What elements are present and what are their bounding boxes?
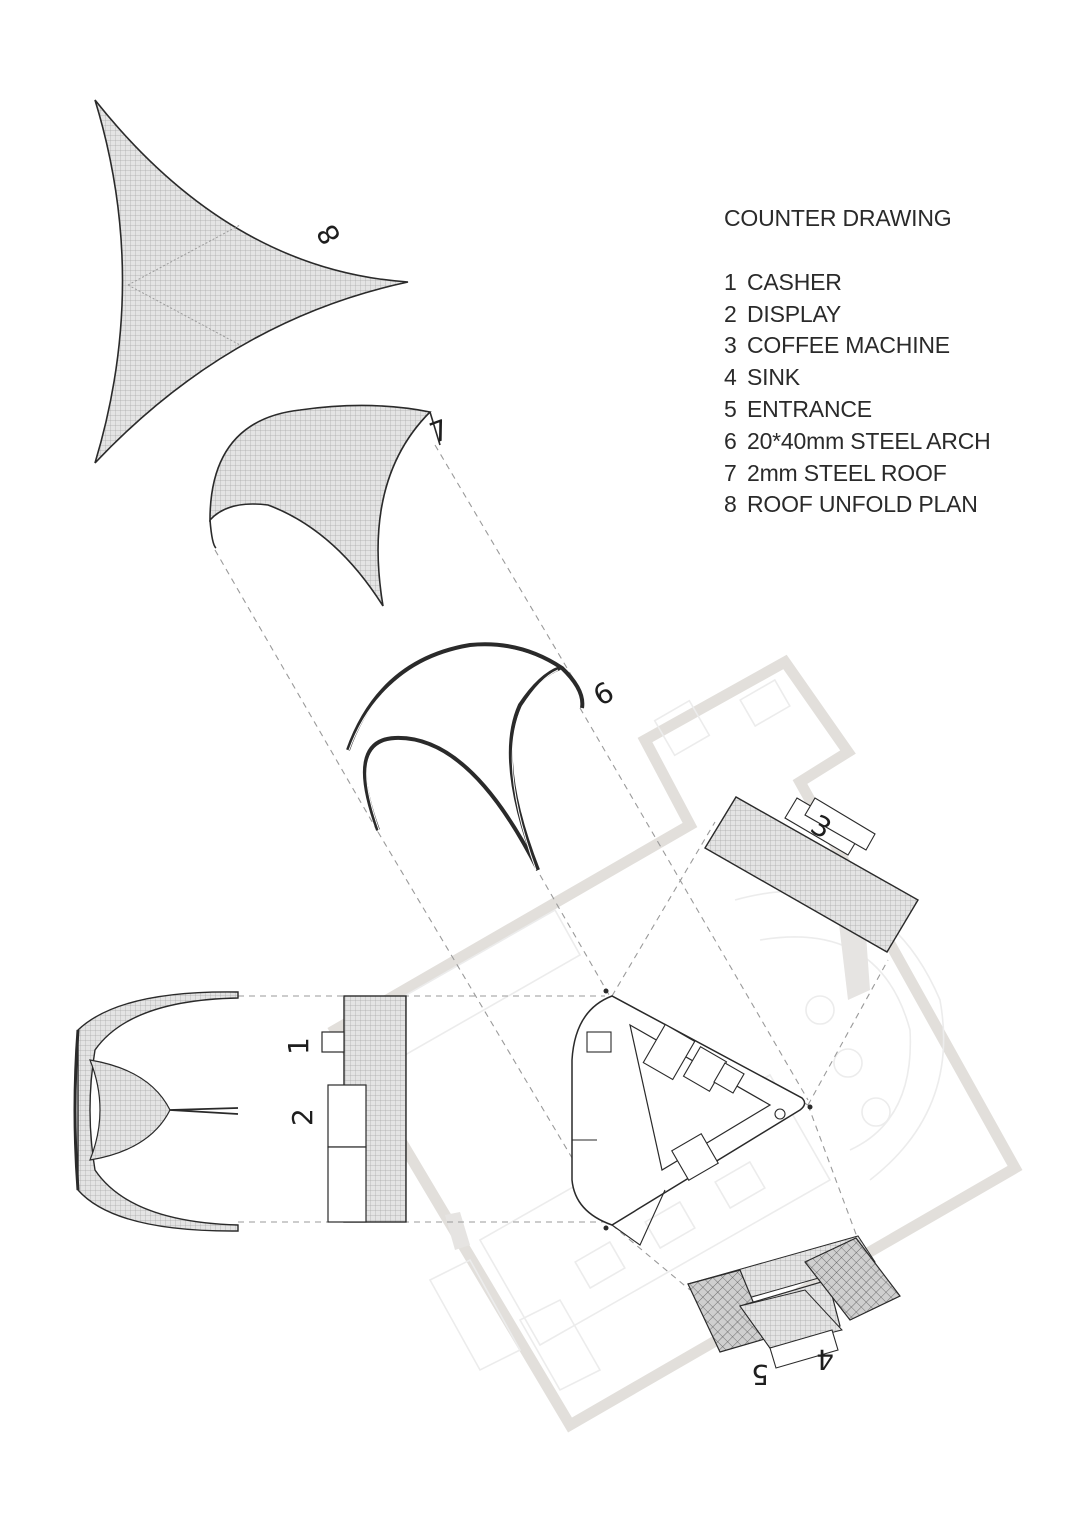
legend-item: 8 ROOF UNFOLD PLAN bbox=[724, 489, 991, 521]
legend-item: 6 20*40mm STEEL ARCH bbox=[724, 426, 991, 458]
legend-item-number: 5 bbox=[724, 395, 737, 422]
callout-2: 2 bbox=[286, 1108, 319, 1126]
legend-item-number: 7 bbox=[724, 459, 737, 486]
callout-8: 8 bbox=[310, 218, 347, 250]
callout-6: 6 bbox=[588, 675, 620, 712]
legend-item-number: 4 bbox=[724, 364, 737, 391]
legend-item-number: 8 bbox=[724, 491, 737, 518]
side-elevation bbox=[73, 991, 239, 1232]
sink-entrance-elevation bbox=[687, 1235, 901, 1369]
legend-item-number: 6 bbox=[724, 427, 737, 454]
legend-item-number: 3 bbox=[724, 332, 737, 359]
legend-item-label: ROOF UNFOLD PLAN bbox=[747, 491, 978, 518]
legend-item-label: 2mm STEEL ROOF bbox=[747, 459, 947, 486]
legend-item-label: COFFEE MACHINE bbox=[747, 332, 950, 359]
counter-elevation bbox=[321, 995, 407, 1223]
counter-plan bbox=[571, 988, 813, 1246]
legend-item: 3 COFFEE MACHINE bbox=[724, 330, 991, 362]
legend-item: 2 DISPLAY bbox=[724, 299, 991, 331]
legend-item: 1 CASHER bbox=[724, 267, 991, 299]
legend-item: 5 ENTRANCE bbox=[724, 394, 991, 426]
legend-item-number: 1 bbox=[724, 268, 737, 295]
legend-item: 7 2mm STEEL ROOF bbox=[724, 458, 991, 490]
callout-5: 5 bbox=[751, 1358, 769, 1391]
callout-4: 4 bbox=[816, 1343, 834, 1376]
coffee-machine-elevation bbox=[704, 796, 919, 953]
callout-1: 1 bbox=[282, 1037, 315, 1055]
legend-item: 4 SINK bbox=[724, 362, 991, 394]
legend-item-number: 2 bbox=[724, 300, 737, 327]
steel-arch bbox=[346, 642, 585, 871]
callout-7: 7 bbox=[425, 413, 453, 450]
roof-unfold-plan bbox=[94, 99, 409, 464]
legend-item-label: ENTRANCE bbox=[747, 395, 872, 422]
legend-item-label: DISPLAY bbox=[747, 300, 842, 327]
legend-item-label: CASHER bbox=[747, 268, 842, 295]
legend-title: COUNTER DRAWING bbox=[724, 205, 952, 231]
legend-items: 1 CASHER 2 DISPLAY 3 COFFEE MACHINE 4 SINK 5 ENTR… bbox=[724, 267, 991, 521]
legend-item-label: 20*40mm STEEL ARCH bbox=[747, 427, 991, 454]
legend: COUNTER DRAWING 1 CASHER 2 DISPLAY 3 COFFEE M… bbox=[724, 203, 991, 521]
legend-item-label: SINK bbox=[747, 364, 800, 391]
room-outline bbox=[327, 654, 1023, 1433]
steel-roof bbox=[209, 404, 441, 607]
